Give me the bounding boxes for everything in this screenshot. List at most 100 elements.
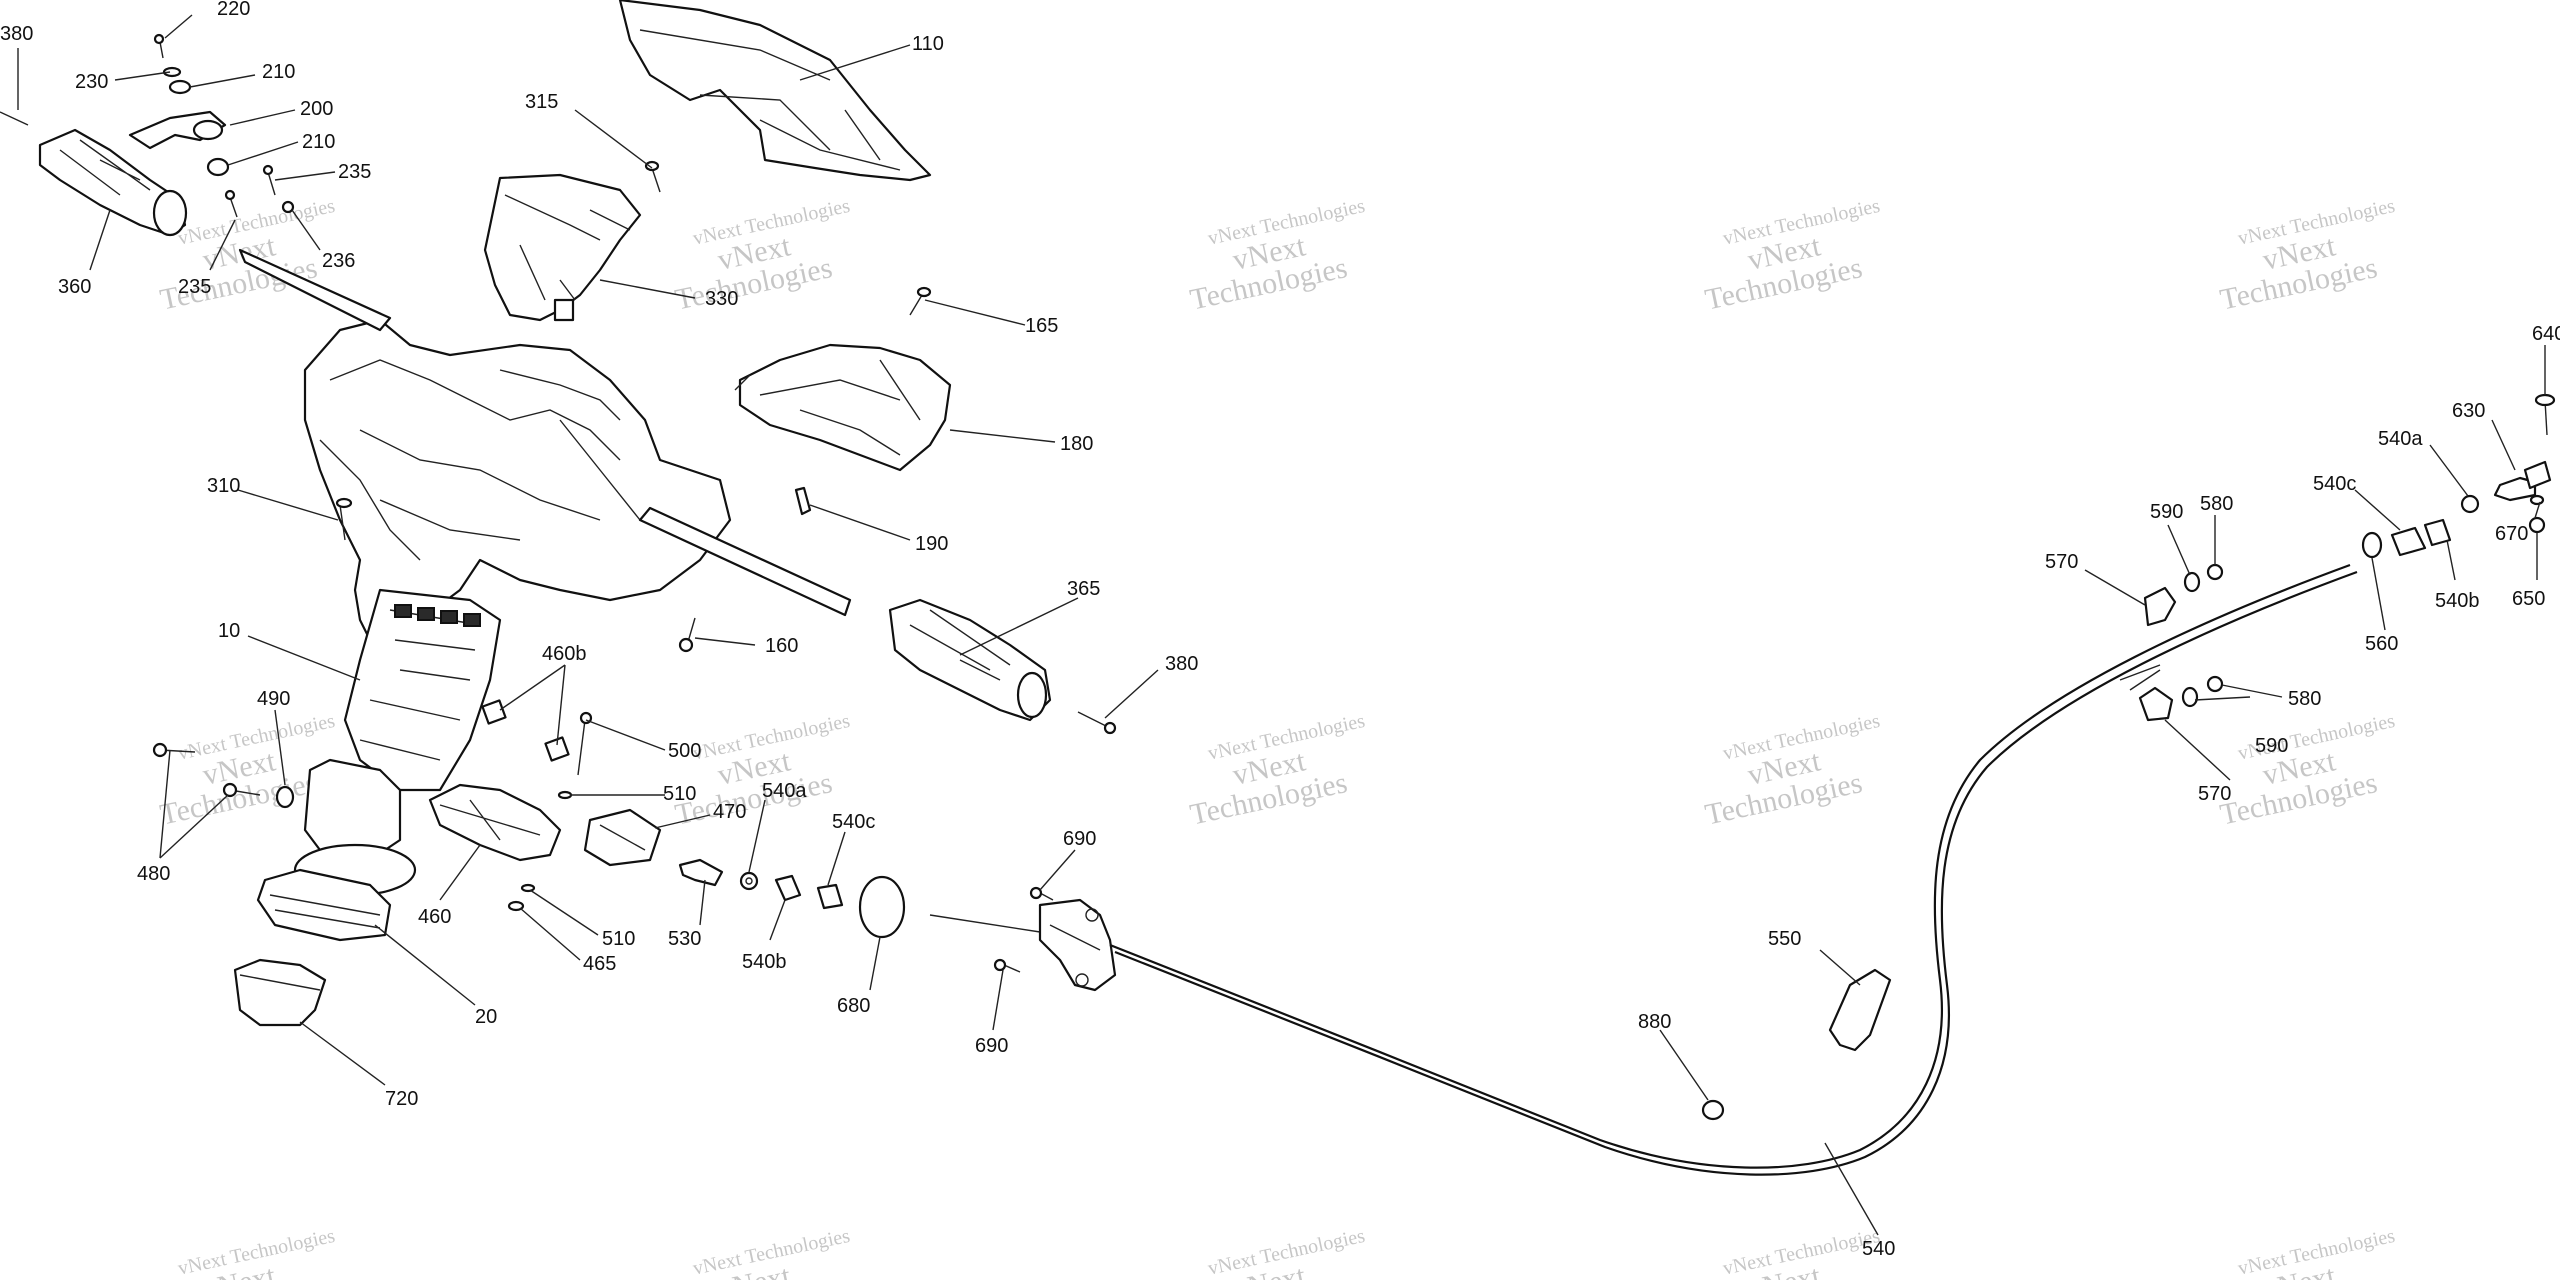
washer-590-part (2183, 571, 2201, 593)
callout-label: 380 (0, 23, 33, 45)
watermark: vNext Technologies vNext Technologies (672, 195, 852, 317)
washer-670-part (2529, 494, 2545, 506)
watermark: vNext Technologies vNext (691, 1225, 852, 1280)
throttle-lever-part (128, 110, 227, 150)
parts-layer (0, 0, 2556, 1176)
callout-label: 235 (178, 276, 211, 298)
watermark: vNext Technologies vNext Technologies (1702, 710, 1882, 832)
sleeve-550-part (1828, 968, 1892, 1052)
bushing-part (168, 79, 192, 95)
callout-label: 720 (385, 1088, 418, 1110)
watermark: vNext Technologies vNext Technologies (2217, 195, 2397, 317)
watermark: vNext Technologies vNext (2236, 1225, 2397, 1280)
callout-label: 220 (217, 0, 250, 20)
callout-label: 630 (2452, 400, 2485, 422)
callout-label: 210 (262, 61, 295, 83)
washer-560-part (2361, 531, 2383, 559)
nut-540a-part (2460, 494, 2480, 514)
washer-236-part (281, 200, 295, 214)
spring-470-part (583, 808, 662, 867)
nut-540a-part (739, 871, 759, 891)
screw-310-part (335, 497, 353, 541)
watermark: vNext Technologies vNext Technologies (1187, 195, 1367, 317)
callout-label: 365 (1067, 578, 1100, 600)
callout-label: 310 (207, 475, 240, 497)
pin-510-part (520, 883, 536, 893)
washer-590-part (2181, 686, 2199, 708)
right-cover-part (734, 343, 952, 472)
callout-label: 236 (322, 250, 355, 272)
callout-label: 460 (418, 906, 451, 928)
screw-315-part (644, 160, 661, 193)
callout-label: 180 (1060, 433, 1093, 455)
callout-label: 470 (713, 801, 746, 823)
left-grip-part (38, 128, 188, 237)
steering-body-part (238, 248, 852, 792)
callout-label: 550 (1768, 928, 1801, 950)
bolt-380-right-part (1077, 711, 1117, 735)
callout-label: 510 (602, 928, 635, 950)
nut-650-part (2528, 516, 2546, 534)
callout-label: 500 (668, 740, 701, 762)
lower-collar-part (256, 758, 417, 942)
bolt-380-left-part (0, 111, 29, 126)
rod-end-630-part (2493, 460, 2552, 502)
callout-label: 330 (705, 288, 738, 310)
washer-490-part (275, 785, 295, 809)
callout-label: 580 (2200, 493, 2233, 515)
callout-label: 590 (2150, 501, 2183, 523)
clip-530-part (678, 858, 724, 887)
bolt-480-part (152, 742, 196, 758)
callout-label: 465 (583, 953, 616, 975)
callout-label: 650 (2512, 588, 2545, 610)
watermark: vNext Technologies vNext Technologies (1187, 710, 1367, 832)
callout-label: 110 (912, 33, 944, 55)
ring-part (233, 958, 327, 1027)
screw-690-part (993, 958, 1021, 973)
screw-165-part (909, 286, 932, 316)
bracket-570-part (2138, 686, 2174, 722)
callout-label: 480 (137, 863, 170, 885)
callout-label: 670 (2495, 523, 2528, 545)
callout-label: 680 (837, 995, 870, 1017)
upper-cover-part (618, 0, 932, 182)
bracket-460-part (428, 783, 562, 862)
callout-label: 540c (832, 811, 875, 833)
washer-part (162, 66, 182, 78)
callout-label: 510 (663, 783, 696, 805)
bolt-500-part (577, 711, 593, 776)
block-460b-part (544, 736, 570, 762)
nut-580-part (2206, 563, 2224, 581)
callout-label: 590 (2255, 735, 2288, 757)
clamp-880-part (1701, 1099, 1725, 1121)
callout-label: 230 (75, 71, 108, 93)
callout-label: 540 (1862, 1238, 1895, 1260)
screw-220-part (153, 33, 165, 59)
callout-label: 690 (1063, 828, 1096, 850)
callout-label: 570 (2045, 551, 2078, 573)
callout-label: 540b (742, 951, 787, 973)
callout-label: 10 (218, 620, 240, 642)
callout-label: 190 (915, 533, 948, 555)
callout-label: 570 (2198, 783, 2231, 805)
pin-510-part (557, 790, 573, 800)
bushing-part (206, 157, 230, 177)
callout-label: 20 (475, 1006, 497, 1028)
callout-label: 580 (2288, 688, 2321, 710)
spacer-540b-part (2423, 518, 2452, 547)
block-460b-part (481, 699, 507, 725)
throttle-cable-part (1114, 570, 2358, 1176)
callout-label: 460b (542, 643, 587, 665)
cable-housing-part (929, 898, 1117, 992)
screw-160-part (678, 617, 696, 653)
callout-label: 160 (765, 635, 798, 657)
o-ring-680-part (858, 875, 906, 939)
spacer-540b-part (774, 874, 802, 902)
callout-label: 530 (668, 928, 701, 950)
bolt-480-part (222, 782, 261, 798)
callout-label: 235 (338, 161, 371, 183)
watermark: vNext Technologies vNext (176, 1225, 337, 1280)
callout-label: 360 (58, 276, 91, 298)
